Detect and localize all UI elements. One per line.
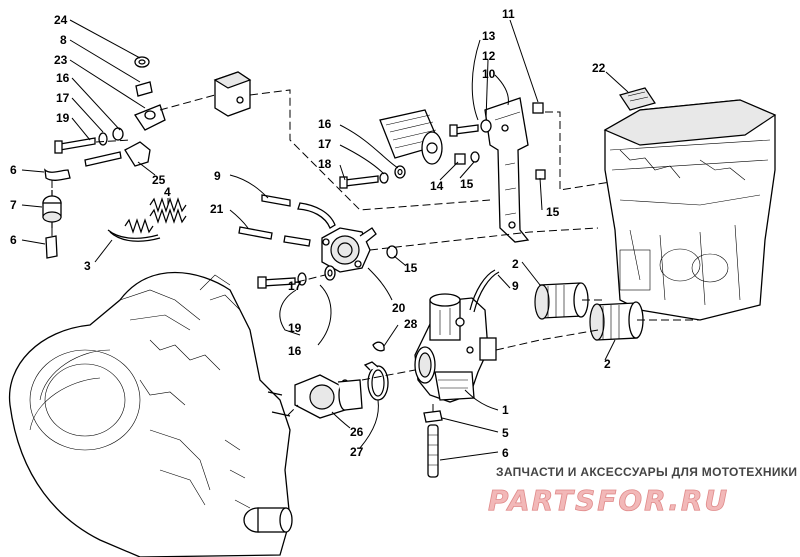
callout-25: 25 [152,173,166,187]
nut-15 [535,169,546,180]
callout-16: 16 [318,117,332,131]
callout-20: 20 [392,301,406,315]
intake-boot-upper [534,282,589,320]
watermark: ЗАПЧАСТИ И АКСЕССУАРЫ ДЛЯ МОТОТЕХНИКИ PA… [488,465,797,517]
fuel-filter [42,190,62,228]
intake-boot-lower [589,301,644,341]
callout-2: 2 [512,257,519,271]
primer-hoses [44,141,151,181]
callout-15: 15 [546,205,560,219]
callout-8: 8 [60,33,67,47]
springs [124,197,187,234]
callouts: 24 8 23 16 17 19 6 7 6 25 4 3 9 21 16 17… [10,7,611,460]
callout-18: 18 [318,157,332,171]
callout-6: 6 [10,233,17,247]
intake-flange [294,374,363,419]
callout-16: 16 [288,344,302,358]
callout-10: 10 [482,67,496,81]
bracket-hardware [449,102,544,137]
spring-clip [107,229,159,239]
callout-5: 5 [502,426,509,440]
watermark-tagline: ЗАПЧАСТИ И АКСЕССУАРЫ ДЛЯ МОТОТЕХНИКИ [496,465,797,479]
carburetor [414,293,497,403]
callout-24: 24 [54,13,68,27]
callout-13: 13 [482,29,496,43]
engine-block [8,271,293,557]
air-box [603,99,777,321]
intake-clamp [363,361,389,401]
fuel-hose-9 [261,194,336,229]
callout-28: 28 [404,317,418,331]
callout-19: 19 [288,321,302,335]
callout-17: 17 [56,91,70,105]
nut-14 [454,151,480,165]
decal-label [619,87,656,111]
leader-lines [21,19,629,461]
callout-1: 1 [502,403,509,417]
callout-6: 6 [10,163,17,177]
callout-11: 11 [502,7,515,21]
callout-23: 23 [54,53,68,67]
callout-16: 16 [56,71,70,85]
watermark-logo: PARTSFOR.RU [488,484,729,517]
carb-vent-hose [469,269,496,311]
callout-17: 17 [318,137,332,151]
callout-7: 7 [10,198,17,212]
top-hardware [54,56,153,154]
callout-27: 27 [350,445,364,459]
callout-4: 4 [164,185,171,199]
junction-block [213,71,252,117]
callout-17: 17 [288,279,302,293]
callout-14: 14 [430,179,444,193]
fuel-hose-21 [238,226,311,247]
choke-plunger-assembly [379,109,443,165]
callout-15: 15 [404,261,418,275]
callout-6: 6 [502,446,509,460]
callout-26: 26 [350,425,364,439]
callout-15: 15 [460,177,474,191]
assembly-lines [51,89,700,416]
callout-3: 3 [84,259,91,273]
callout-9: 9 [512,279,519,293]
drain-tube [427,424,439,478]
callout-9: 9 [214,169,221,183]
callout-2: 2 [604,357,611,371]
washer-15 [386,245,398,259]
callout-22: 22 [592,61,606,75]
hose-clamp [423,410,443,423]
fuel-pump [321,227,377,273]
choke-screws [339,165,406,189]
mounting-bracket [484,97,530,243]
fuel-hose-6 [45,235,58,259]
cable-bracket [134,104,166,131]
callout-19: 19 [56,111,70,125]
callout-21: 21 [210,202,224,216]
clip [372,341,385,352]
callout-12: 12 [482,49,496,63]
pump-mounting-hardware [257,265,336,289]
